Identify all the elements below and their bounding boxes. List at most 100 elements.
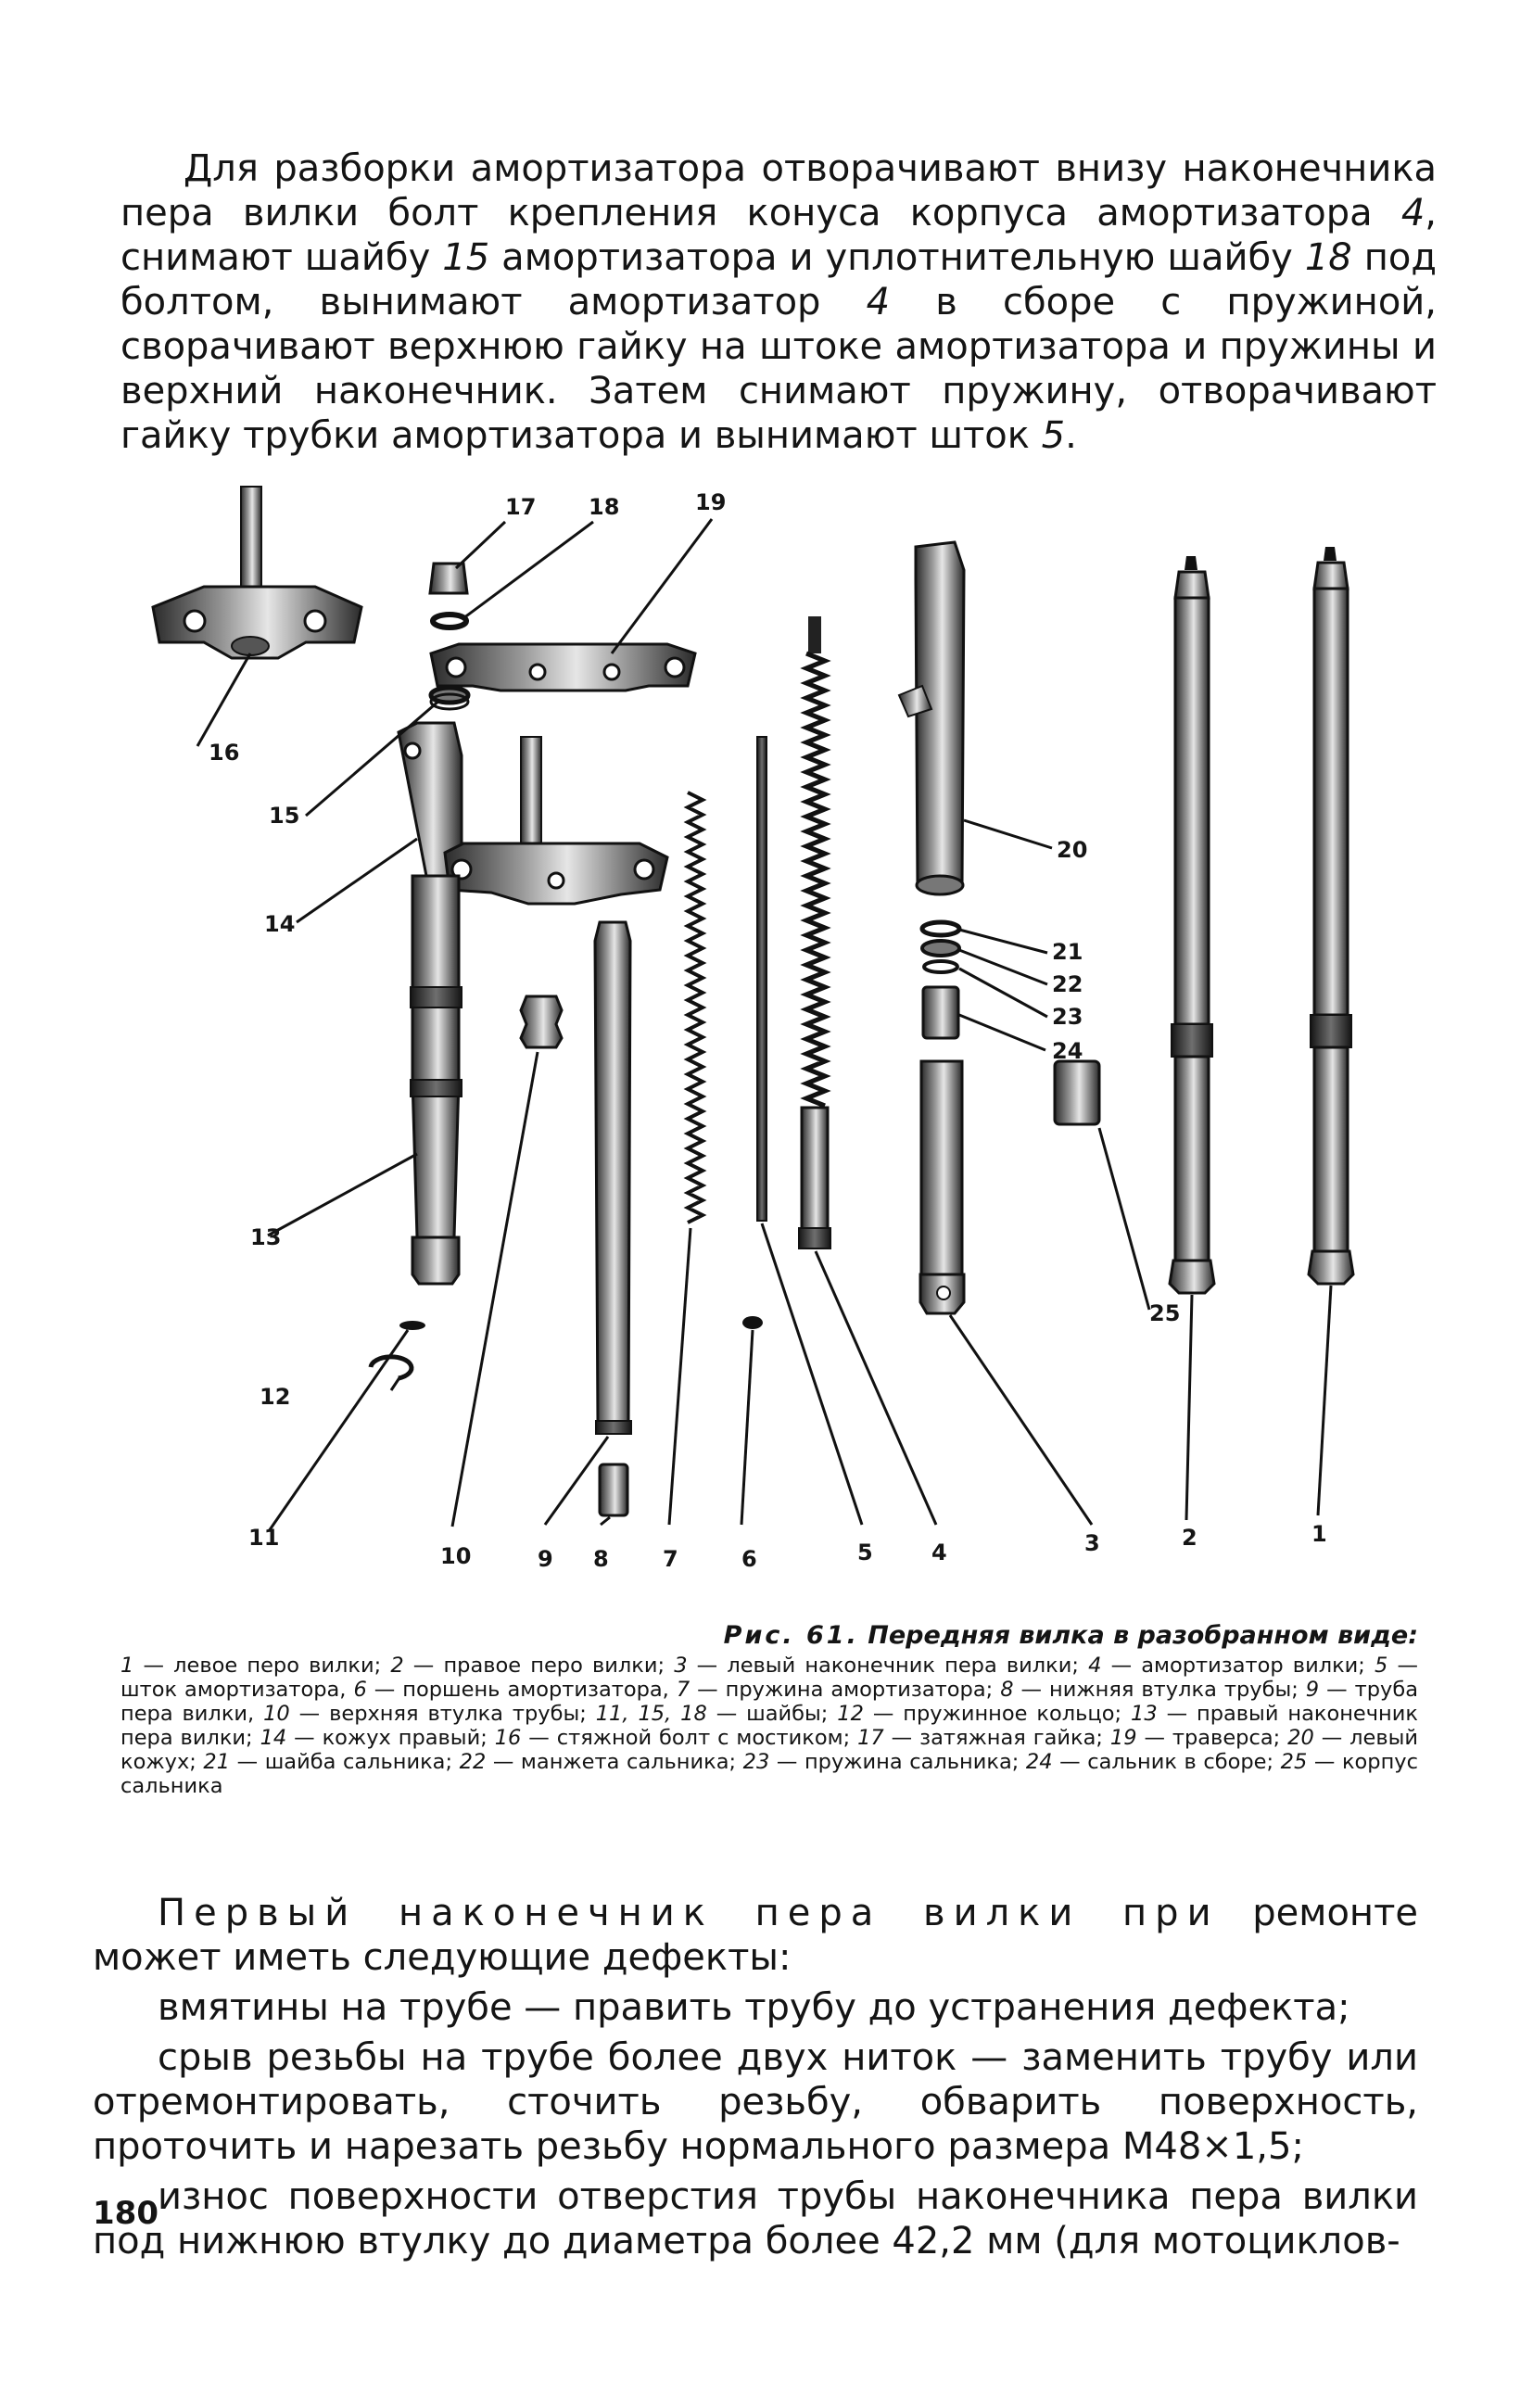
caption-item: 21 — шайба сальника; <box>203 1750 459 1774</box>
part-labels: 1 2 3 4 5 6 7 8 9 10 11 12 13 14 15 16 1… <box>209 489 1327 1572</box>
caption-item-text: — верхняя втулка трубы; <box>289 1702 596 1726</box>
caption-item-text: — кожух правый; <box>286 1726 495 1750</box>
label-1: 1 <box>1311 1521 1327 1547</box>
label-6: 6 <box>741 1546 757 1572</box>
intro-text: в сборе с пружиной, сворачивают верхнюю … <box>120 281 1438 457</box>
caption-title-text: Передняя вилка в разобранном виде: <box>868 1621 1418 1650</box>
label-3: 3 <box>1084 1530 1100 1556</box>
body-text: Первый наконечник пера вилки при ремонте… <box>93 1891 1418 2269</box>
caption-item-text: — сальник в сборе; <box>1052 1750 1281 1774</box>
label-4: 4 <box>931 1540 947 1565</box>
label-23: 23 <box>1052 1004 1083 1030</box>
label-24: 24 <box>1052 1038 1083 1064</box>
ref-number: 18 <box>1304 236 1352 279</box>
label-22: 22 <box>1052 971 1083 997</box>
caption-item-number: 21 <box>203 1750 231 1774</box>
caption-item: 14 — кожух правый; <box>260 1726 495 1750</box>
intro-text: , снимают шайбу <box>120 192 1437 279</box>
caption-item-text: — труба пера вилки, <box>120 1678 1418 1726</box>
caption-item-number: 10 <box>263 1702 290 1726</box>
ref-number: 4 <box>1400 192 1425 234</box>
caption-item-text: — стяжной болт с мостиком; <box>521 1726 858 1750</box>
part-19-traverse <box>429 642 697 692</box>
fork-illustration: 1 2 3 4 5 6 7 8 9 10 11 12 13 14 15 16 1… <box>151 486 1355 1572</box>
caption-item: 10 — верхняя втулка трубы; <box>263 1702 596 1726</box>
caption-item: 11, 15, 18 — шайбы; <box>596 1702 838 1726</box>
page-number: 180 <box>93 2195 158 2232</box>
label-10: 10 <box>440 1543 471 1569</box>
paragraph-4: износ поверхности отверстия трубы наконе… <box>93 2175 1418 2262</box>
part-24-seal-assembly <box>921 985 960 1040</box>
caption-item-number: 13 <box>1131 1702 1158 1726</box>
part-20-left-cover <box>897 540 966 896</box>
intro-text: под болтом, вынимают амортизатор <box>120 236 1438 323</box>
part-25-seal-body <box>1053 1059 1101 1126</box>
caption-item-text: — затяжная гайка; <box>883 1726 1110 1750</box>
paragraph-1-rest: ремонте может иметь следующие дефекты: <box>93 1892 1418 1979</box>
paragraph-3: срыв резьбы на трубе более двух ниток — … <box>93 2036 1418 2168</box>
label-11: 11 <box>248 1525 279 1551</box>
caption-item-text: — пружина сальника; <box>769 1750 1026 1774</box>
caption-item-text: — шайба сальника; <box>230 1750 460 1774</box>
caption-item-text: — амортизатор вилки; <box>1101 1654 1375 1678</box>
label-17: 17 <box>505 494 536 520</box>
part-8-lower-bushing <box>598 1463 629 1517</box>
part-3-left-slider <box>919 1059 966 1315</box>
caption-item-number: 9 <box>1305 1678 1320 1702</box>
caption-item: 20 — левый кожух; <box>120 1726 1418 1774</box>
caption-item-number: 12 <box>837 1702 864 1726</box>
caption-item-number: 6 <box>353 1678 367 1702</box>
label-13: 13 <box>250 1224 281 1250</box>
caption-item: 9 — труба пера вилки, <box>120 1678 1418 1726</box>
caption-item: 13 — правый наконечник пера вилки; <box>120 1702 1418 1750</box>
leader-lines <box>196 518 1333 1532</box>
part-16-stem-bridge <box>151 486 363 660</box>
caption-item-number: 11, 15, 18 <box>595 1702 707 1726</box>
part-22-seal-cuff <box>920 939 961 957</box>
caption-item-number: 19 <box>1109 1726 1137 1750</box>
label-12: 12 <box>260 1384 290 1410</box>
caption-item-text: — манжета сальника; <box>486 1750 743 1774</box>
part-9-fork-tube <box>593 920 632 1435</box>
caption-item-text: — левый кожух; <box>120 1726 1419 1774</box>
caption-legend: 1 — левое перо вилки; 2 — правое перо ви… <box>120 1654 1418 1798</box>
part-1-left-fork-leg <box>1307 547 1355 1286</box>
label-25: 25 <box>1149 1300 1180 1326</box>
caption-item-text: — шайбы; <box>706 1702 838 1726</box>
ref-number: 4 <box>866 281 891 323</box>
caption-item-number: 5 <box>1375 1654 1388 1678</box>
caption-item-text: — правое перо вилки; <box>403 1654 675 1678</box>
caption-item-number: 14 <box>260 1726 287 1750</box>
caption-item-number: 8 <box>1000 1678 1014 1702</box>
paragraph-2: вмятины на трубе — править трубу до устр… <box>158 1986 1350 2029</box>
label-15: 15 <box>269 803 299 829</box>
label-18: 18 <box>589 494 619 520</box>
caption-item: 22 — манжета сальника; <box>460 1750 743 1774</box>
caption-item-text: — пружинное кольцо; <box>863 1702 1132 1726</box>
caption-item-text: — поршень амортизатора, <box>366 1678 677 1702</box>
part-18-washer <box>430 612 469 630</box>
caption-item-number: 2 <box>390 1654 404 1678</box>
caption-item-number: 16 <box>494 1726 522 1750</box>
caption-item-text: — нижняя втулка трубы; <box>1013 1678 1306 1702</box>
paragraph-1-spaced: Первый наконечник пера вилки при <box>158 1892 1220 1934</box>
label-9: 9 <box>538 1546 553 1572</box>
caption-item-text: — правый наконечник пера вилки; <box>120 1702 1418 1750</box>
part-7-spring <box>683 791 707 1224</box>
part-10-upper-bushing <box>519 995 564 1049</box>
label-19: 19 <box>695 489 726 515</box>
label-20: 20 <box>1057 837 1087 863</box>
part-15-washer <box>428 685 471 711</box>
caption-item-number: 4 <box>1088 1654 1102 1678</box>
caption-figure-number: Рис. 61. <box>723 1621 859 1650</box>
label-14: 14 <box>264 911 295 937</box>
caption-item-text: — траверса; <box>1136 1726 1288 1750</box>
caption-item-text: — корпус сальника <box>120 1750 1418 1798</box>
part-13-right-lower <box>410 874 462 1286</box>
ref-number: 15 <box>442 236 490 279</box>
ref-number: 5 <box>1041 414 1066 457</box>
caption-item: 1 — левое перо вилки; <box>120 1654 390 1678</box>
label-7: 7 <box>663 1546 678 1572</box>
caption-item: 6 — поршень амортизатора, <box>353 1678 676 1702</box>
